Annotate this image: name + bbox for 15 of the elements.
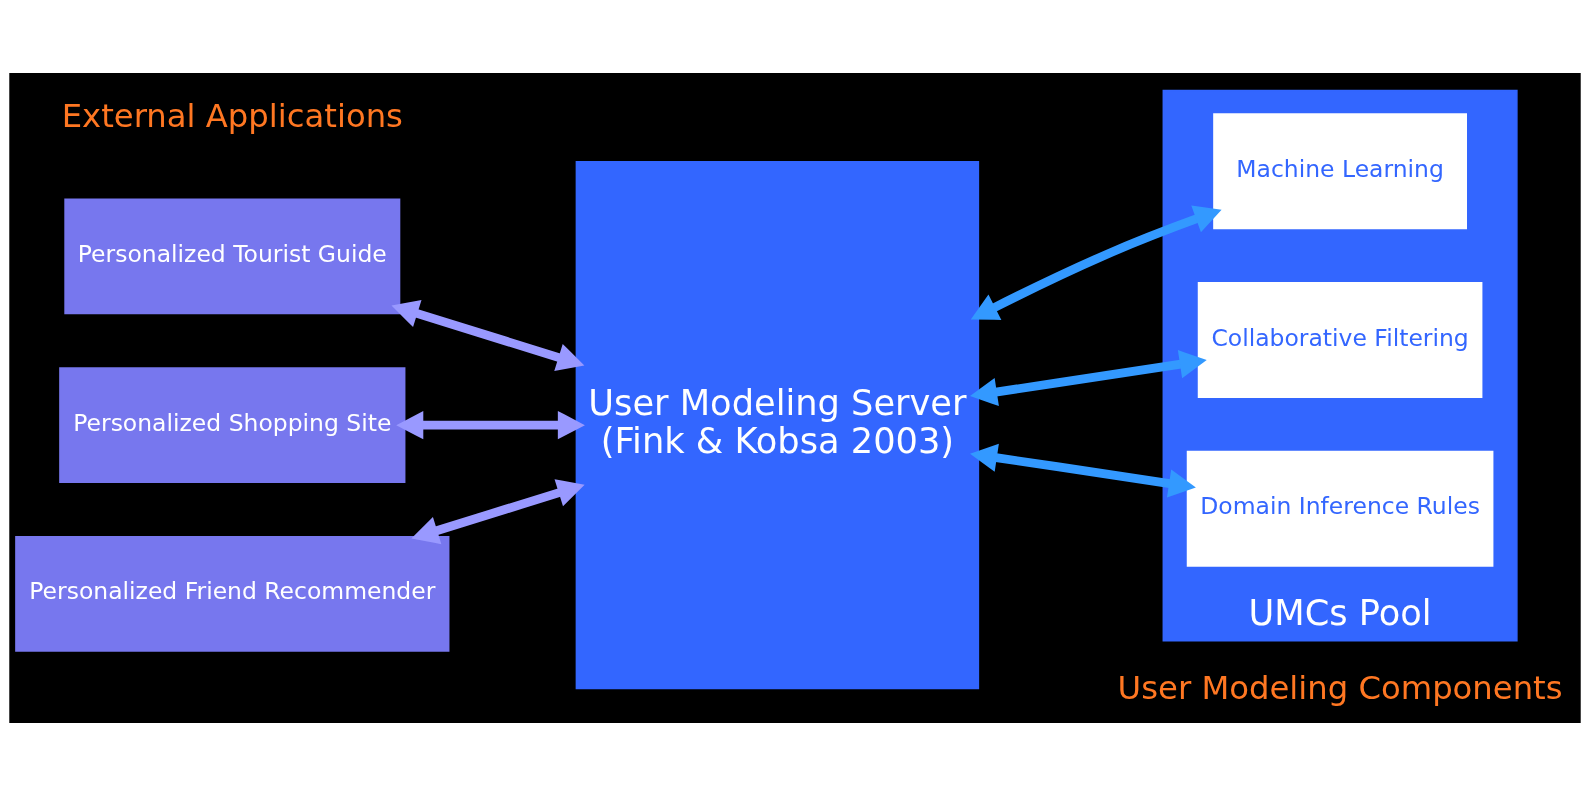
node-box: Personalized Friend Recommender: [14, 535, 449, 652]
node-box: Collaborative Filtering: [1197, 282, 1482, 398]
label: User Modeling Components: [1117, 668, 1563, 707]
node-box: Machine Learning: [1212, 113, 1467, 230]
node-box: User Modeling Server (Fink & Kobsa 2003): [575, 161, 979, 690]
arrow: [969, 443, 1196, 498]
arrow: [390, 299, 584, 372]
arrow: [395, 410, 585, 440]
node-box: Domain Inference Rules: [1186, 450, 1493, 567]
node-box: Personalized Shopping Site: [58, 367, 405, 484]
label: External Applications: [61, 96, 403, 135]
node-box: Personalized Tourist Guide: [63, 198, 400, 315]
arrow: [969, 350, 1207, 407]
arrow: [970, 205, 1222, 320]
arrow: [410, 479, 585, 545]
